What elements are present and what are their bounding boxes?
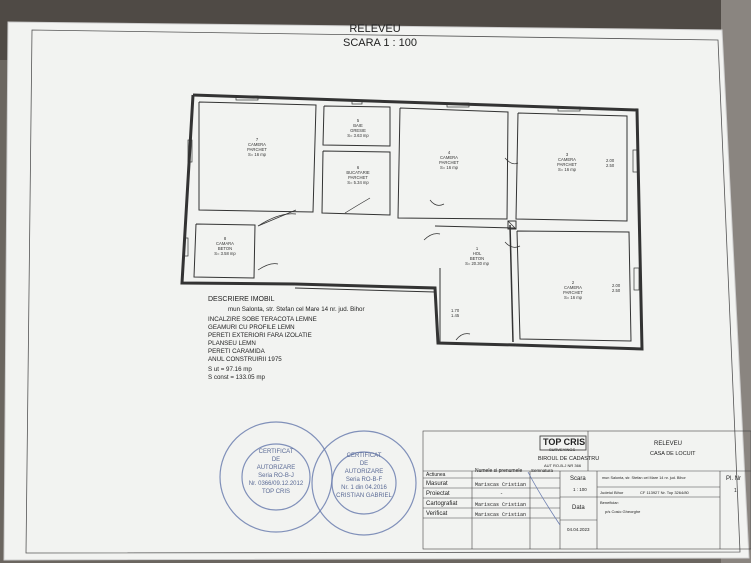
- signature-mark: [527, 471, 561, 526]
- description-line: PLANSEU LEMN: [208, 340, 256, 347]
- company-sub: SURVEYINGS: [549, 447, 576, 452]
- page-title: RELEVEU: [349, 23, 401, 35]
- address: mun Salonta, str. Stefan cel Mare 14 nr.…: [602, 476, 686, 480]
- description-line: ANUL CONSTRUIRII 1975: [208, 356, 282, 363]
- bureau-name: BIROUL DE CADASTRU: [538, 456, 600, 462]
- col-action: Actiunea: [426, 472, 446, 478]
- row-name: Mariscas Cristian: [475, 512, 527, 518]
- description-address: mun Salonta, str. Stefan cel Mare 14 nr.…: [228, 306, 365, 313]
- plan-number: 1: [734, 488, 737, 494]
- stamp-right: [311, 430, 417, 536]
- row-name: Mariscas Cristian: [475, 502, 527, 508]
- beneficiary: p/s Cosic Gheorghe: [605, 509, 641, 514]
- company-logo: TOP CRIS: [543, 437, 586, 447]
- scale-value: 1 : 100: [573, 487, 587, 492]
- floor-plan: [180, 93, 644, 351]
- row-name: -: [500, 491, 504, 497]
- page-scale: SCARA 1 : 100: [343, 37, 417, 49]
- date-value: 04.04.2023: [567, 527, 590, 532]
- date-label: Data: [572, 505, 585, 511]
- row-action: Proiectat: [426, 491, 450, 497]
- project-subtitle: CASA DE LOCUIT: [650, 451, 696, 457]
- bureau-authorization: AUT RO-B-J NR 366: [544, 463, 582, 468]
- description-line: INCALZIRE SOBE TERACOTA LEMNE: [208, 316, 317, 323]
- description-line: GEAMURI CU PROFILE LEMN: [208, 324, 295, 331]
- useful-area: S ut = 97.16 mp: [208, 366, 252, 373]
- row-name: Mariscas Cristian: [475, 482, 527, 488]
- built-area: S const = 133.05 mp: [208, 374, 265, 381]
- county: Judetul Bihor: [600, 490, 624, 495]
- description-title: DESCRIERE IMOBIL: [208, 296, 275, 303]
- description-line: PERETI EXTERIORI FARA IZOLATIE: [208, 332, 312, 339]
- row-action: Verificat: [426, 511, 448, 517]
- cf-number: CF 113927 Nr. Top 3264/80: [640, 490, 689, 495]
- row-action: Masurat: [426, 481, 448, 487]
- row-action: Cartografiat: [426, 501, 458, 507]
- beneficiary-label: Beneficiar:: [600, 500, 619, 505]
- scale-label: Scara: [570, 476, 586, 482]
- project-title: RELEVEU: [654, 441, 683, 447]
- col-signature: Semnatura: [531, 468, 554, 473]
- title-block: [422, 430, 751, 550]
- col-name: Numele si prenumele: [475, 468, 523, 474]
- plan-number-label: Pl. Nr: [726, 476, 741, 482]
- description-line: PERETI CARAMIDA: [208, 348, 265, 355]
